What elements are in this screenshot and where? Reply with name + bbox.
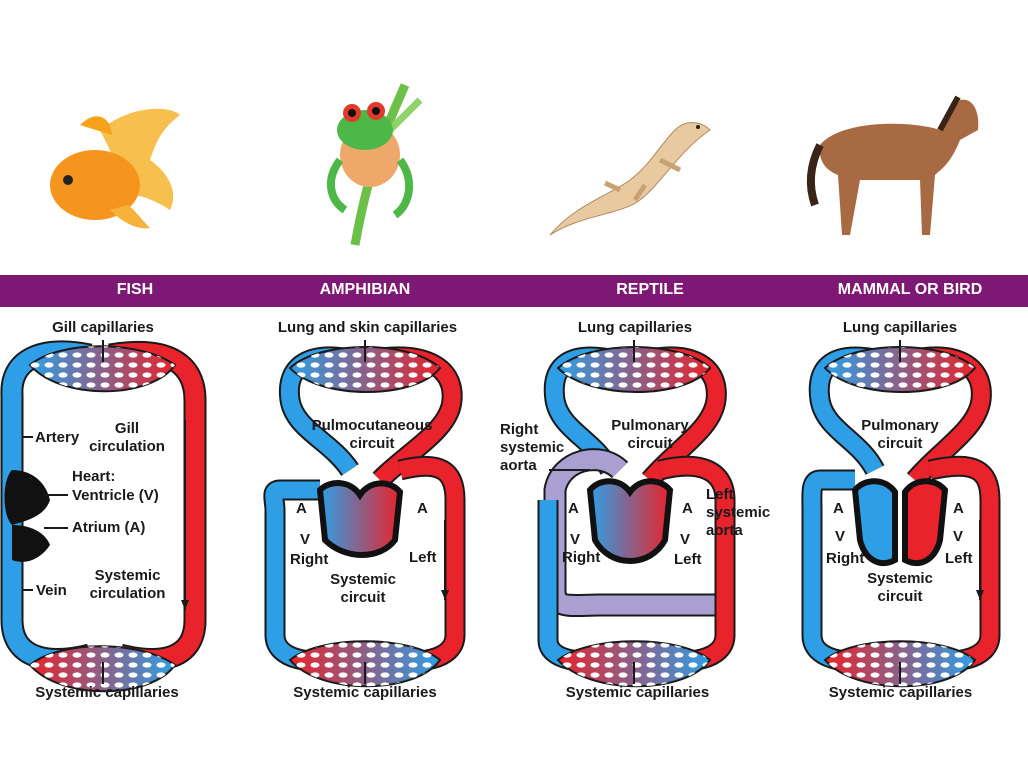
amphibian-top-capillaries-label: Lung and skin capillaries — [277, 319, 458, 336]
fish-atrium-label: Atrium (A) — [72, 519, 146, 536]
fish-heart-label: Heart: — [72, 468, 116, 485]
header-reptile: REPTILE — [616, 281, 684, 298]
mammal-systemic-circuit-label: Systemic circuit — [867, 570, 933, 605]
reptile-atrium-left-label: A — [682, 500, 693, 517]
goldfish-illustration — [50, 108, 180, 229]
header-fish: FISH — [116, 281, 154, 298]
amphibian-pulmocutaneous-circuit-label: Pulmocutaneous circuit — [311, 417, 433, 452]
mammal-ventricle-right-label: V — [835, 528, 846, 545]
mammal-pulmonary-circuit-label: Pulmonary circuit — [861, 417, 939, 452]
mammal-atrium-right-label: A — [833, 500, 844, 517]
mammal-atrium-left-label: A — [953, 500, 964, 517]
animal-group-banner — [0, 275, 1028, 307]
fish-systemic-circulation-label: Systemic circulation — [89, 567, 166, 602]
mammal-ventricle-left-label: V — [953, 528, 964, 545]
fish-top-capillaries-label: Gill capillaries — [52, 319, 154, 336]
amphibian-atrium-right-label: A — [296, 500, 307, 517]
reptile-ventricle-left-label: V — [680, 531, 691, 548]
mammal-right-label: Right — [826, 550, 865, 567]
header-mammal-or-bird: MAMMAL OR BIRD — [837, 281, 983, 298]
amphibian-ventricle-label: V — [300, 531, 311, 548]
fish-vein-label: Vein — [36, 582, 67, 599]
reptile-ventricle-right-label: V — [570, 531, 581, 548]
reptile-top-capillaries-label: Lung capillaries — [577, 319, 693, 336]
reptile-right-label: Right — [562, 549, 601, 566]
reptile-atrium-right-label: A — [568, 500, 579, 517]
amphibian-left-label: Left — [409, 549, 437, 566]
header-amphibian: AMPHIBIAN — [319, 281, 411, 298]
frog-illustration — [327, 83, 423, 246]
mammal-top-capillaries-label: Lung capillaries — [842, 319, 958, 336]
reptile-left-systemic-aorta-label: Left systemic aorta — [706, 486, 771, 539]
reptile-left-label: Left — [674, 551, 702, 568]
leader-lines — [22, 340, 901, 684]
fish-artery-label: Artery — [35, 429, 80, 446]
amphibian-right-label: Right — [290, 551, 329, 568]
fish-bottom-capillaries-label: Systemic capillaries — [35, 684, 179, 701]
fish-ventricle-label: Ventricle (V) — [72, 487, 159, 504]
mammal-bottom-capillaries-label: Systemic capillaries — [828, 684, 973, 701]
reptile-bottom-capillaries-label: Systemic capillaries — [565, 684, 710, 701]
horse-illustration — [806, 95, 979, 235]
amphibian-systemic-circuit-label: Systemic circuit — [330, 571, 396, 606]
amphibian-atrium-left-label: A — [417, 500, 428, 517]
lizard-illustration — [549, 122, 711, 236]
mammal-left-label: Left — [945, 550, 973, 567]
reptile-pulmonary-circuit-label: Pulmonary circuit — [611, 417, 689, 452]
amphibian-bottom-capillaries-label: Systemic capillaries — [293, 684, 437, 701]
amphibian-diagram — [263, 346, 466, 688]
reptile-right-systemic-aorta-label: Right systemic aorta — [500, 421, 565, 474]
fish-gill-circulation-label: Gill circulation — [89, 420, 165, 455]
